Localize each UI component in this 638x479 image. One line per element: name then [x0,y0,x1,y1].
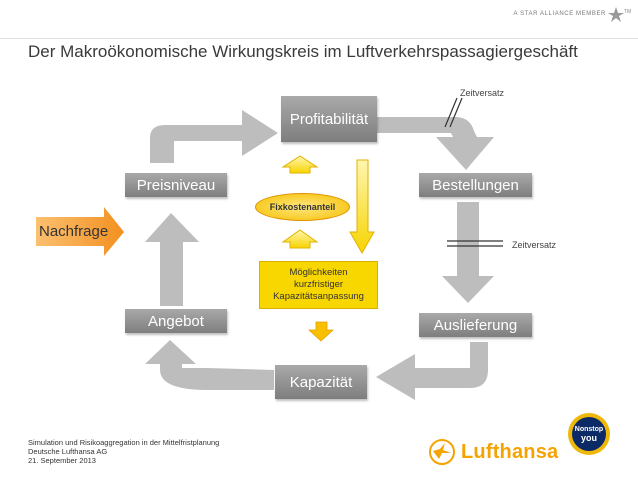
short-term-adjustment-box: Möglichkeiten kurzfristiger Kapazitätsan… [259,261,378,309]
header-divider [0,38,638,39]
star-alliance-tagline: A STAR ALLIANCE MEMBER [514,11,606,17]
supply-label: Angebot [148,312,204,330]
footer-text: Simulation und Risikoaggregation in der … [28,438,219,465]
capacity-box: Kapazität [275,365,367,399]
crane-icon [429,439,455,465]
delivery-label: Auslieferung [433,316,518,334]
footer-line-3: 21. September 2013 [28,456,96,465]
page-title: Der Makroökonomische Wirkungskreis im Lu… [28,42,578,61]
demand-arrow-shape [36,207,124,256]
fixed-cost-label: Fixkostenanteil [269,202,336,212]
demand-label: Nachfrage [39,223,109,240]
supply-box: Angebot [125,309,227,333]
arrow-to-capacity [376,342,488,400]
nonstop-you-inner: Nonstop you [572,417,606,451]
arrow-to-price-level [145,213,199,306]
price-level-label: Preisniveau [136,176,216,194]
arrow-options-to-capacity [307,321,335,342]
arrow-fixcost-to-profit [281,155,319,174]
arrow-to-orders [376,117,494,170]
lufthansa-logo: Lufthansa [461,441,559,463]
footer-line-1: Simulation und Risikoaggregation in der … [28,438,220,447]
time-delay-label-top: Zeitversatz [460,88,505,98]
arrow-options-to-fixcost [281,229,319,249]
arrow-to-profitability [150,110,278,163]
price-level-box: Preisniveau [125,173,227,197]
nonstop-you-badge: Nonstop you [568,413,610,455]
star-alliance-icon: TM [608,7,631,22]
orders-box: Bestellungen [419,173,532,197]
profitability-box: Profitabilität [281,96,377,142]
delivery-box: Auslieferung [419,313,532,337]
orders-label: Bestellungen [432,176,519,194]
profitability-label: Profitabilität [289,110,369,128]
tm-mark: TM [624,9,631,15]
adjustment-line-1: Möglichkeiten [289,267,348,278]
delay-mark-top-a [444,97,458,128]
arrow-profit-to-options [349,159,375,255]
delay-mark-top-b [449,97,463,128]
adjustment-line-2: kurzfristiger [293,279,344,290]
capacity-label: Kapazität [289,373,353,391]
time-delay-label-right: Zeitversatz [512,240,557,250]
adjustment-line-3: Kapazitätsanpassung [273,291,364,302]
demand-arrow: Nachfrage [35,209,123,255]
footer-line-2: Deutsche Lufthansa AG [28,447,108,456]
fixed-cost-ellipse: Fixkostenanteil [255,193,350,221]
star-shape [608,7,624,22]
badge-line-2: you [580,433,597,443]
tagline-text: A STAR ALLIANCE MEMBER [513,11,606,17]
arrow-to-delivery [442,202,494,303]
arrow-to-supply [145,340,274,390]
badge-line-1: Nonstop [574,426,604,433]
